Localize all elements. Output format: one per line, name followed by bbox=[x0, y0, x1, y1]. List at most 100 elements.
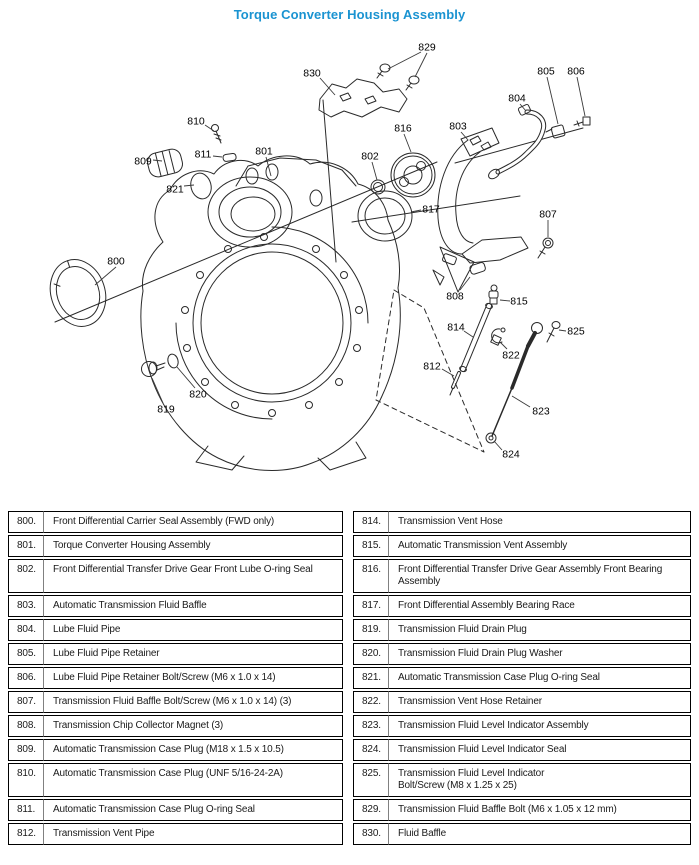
bell-opening-outer bbox=[192, 243, 352, 403]
part-description: Automatic Transmission Case Plug (M18 x … bbox=[44, 739, 343, 761]
column-gap bbox=[343, 667, 353, 689]
fluid-baffle-830 bbox=[318, 78, 408, 118]
differential-bore-mid bbox=[218, 186, 282, 238]
callout-label-805: 805 bbox=[537, 66, 555, 78]
drain-plug-819 bbox=[141, 361, 166, 377]
part-number: 824. bbox=[353, 739, 389, 761]
callout-label-830: 830 bbox=[303, 68, 321, 80]
housing-foot-left bbox=[195, 445, 245, 471]
differential-bore-outer bbox=[207, 176, 293, 248]
part-number: 820. bbox=[353, 643, 389, 665]
parts-table-body: 800.Front Differential Carrier Seal Asse… bbox=[8, 511, 691, 845]
part-number: 809. bbox=[8, 739, 44, 761]
baffle-slot-1 bbox=[339, 92, 352, 102]
callout-label-808: 808 bbox=[446, 291, 464, 303]
pipe-retainer-805 bbox=[545, 124, 566, 139]
baffle-slot-2 bbox=[364, 95, 377, 105]
part-description: Lube Fluid Pipe Retainer Bolt/Screw (M6 … bbox=[44, 667, 343, 689]
callout-label-816: 816 bbox=[394, 123, 412, 135]
callout-label-821: 821 bbox=[166, 184, 184, 196]
indicator-bolt-825 bbox=[546, 321, 561, 343]
callout-leader-803 bbox=[460, 131, 469, 141]
part-number: 804. bbox=[8, 619, 44, 641]
seal-800 bbox=[49, 259, 107, 327]
pipe-end-fitting-bottom bbox=[488, 168, 500, 180]
part-number: 807. bbox=[8, 691, 44, 713]
callout-label-824: 824 bbox=[502, 449, 520, 461]
vent-pipe-812 bbox=[449, 371, 461, 396]
part-description: Fluid Baffle bbox=[389, 823, 691, 845]
part-number: 803. bbox=[8, 595, 44, 617]
callout-label-806: 806 bbox=[567, 66, 585, 78]
part-description: Transmission Fluid Level Indicator Seal bbox=[389, 739, 691, 761]
part-description: Transmission Fluid Level Indicator Assem… bbox=[389, 715, 691, 737]
part-description: Transmission Chip Collector Magnet (3) bbox=[44, 715, 343, 737]
part-description: Automatic Transmission Case Plug O-ring … bbox=[389, 667, 691, 689]
callout-leader-805 bbox=[546, 76, 559, 125]
part-description: Front Differential Carrier Seal Assembly… bbox=[44, 511, 343, 533]
column-gap bbox=[343, 799, 353, 821]
part-number: 819. bbox=[353, 619, 389, 641]
axis-line-pipe bbox=[454, 127, 584, 164]
callout-leader-821 bbox=[183, 184, 195, 187]
baffle-align-line bbox=[322, 99, 337, 263]
column-gap bbox=[343, 619, 353, 641]
part-number: 800. bbox=[8, 511, 44, 533]
table-row: 809.Automatic Transmission Case Plug (M1… bbox=[8, 739, 691, 761]
housing-outline bbox=[140, 155, 401, 471]
column-gap bbox=[343, 691, 353, 713]
table-row: 802.Front Differential Transfer Drive Ge… bbox=[8, 559, 691, 593]
callout-leader-815 bbox=[499, 299, 511, 302]
bell-rim-arc-2 bbox=[175, 322, 273, 420]
table-row: 806.Lube Fluid Pipe Retainer Bolt/Screw … bbox=[8, 667, 691, 689]
callout-leader-829 bbox=[414, 52, 428, 78]
part-number: 801. bbox=[8, 535, 44, 557]
table-row: 800.Front Differential Carrier Seal Asse… bbox=[8, 511, 691, 533]
callout-label-812: 812 bbox=[423, 361, 441, 373]
part-number: 811. bbox=[8, 799, 44, 821]
bearing-816 bbox=[390, 152, 436, 198]
column-gap bbox=[343, 559, 353, 593]
indicator-seal-824 bbox=[485, 432, 497, 444]
table-row: 807.Transmission Fluid Baffle Bolt/Screw… bbox=[8, 691, 691, 713]
screw-810 bbox=[211, 124, 222, 144]
bell-opening-inner bbox=[200, 251, 344, 395]
callout-label-802: 802 bbox=[361, 151, 379, 163]
part-description: Automatic Transmission Case Plug (UNF 5/… bbox=[44, 763, 343, 797]
baffle-bolt-829a bbox=[376, 63, 391, 79]
part-number: 808. bbox=[8, 715, 44, 737]
part-description: Transmission Vent Pipe bbox=[44, 823, 343, 845]
column-gap bbox=[343, 643, 353, 665]
column-gap bbox=[343, 763, 353, 797]
callout-leader-809 bbox=[152, 159, 163, 162]
callout-leader-817 bbox=[410, 209, 422, 213]
part-description: Transmission Fluid Drain Plug bbox=[389, 619, 691, 641]
part-description: Torque Converter Housing Assembly bbox=[44, 535, 343, 557]
callout-label-814: 814 bbox=[447, 322, 465, 334]
callout-label-820: 820 bbox=[189, 389, 207, 401]
part-description: Transmission Fluid Baffle Bolt (M6 x 1.0… bbox=[389, 799, 691, 821]
table-row: 808.Transmission Chip Collector Magnet (… bbox=[8, 715, 691, 737]
bolt-holes bbox=[181, 233, 363, 417]
parts-list: 800.Front Differential Carrier Seal Asse… bbox=[8, 509, 691, 847]
part-description: Transmission Fluid Drain Plug Washer bbox=[389, 643, 691, 665]
column-gap bbox=[343, 595, 353, 617]
part-number: 816. bbox=[353, 559, 389, 593]
callout-label-823: 823 bbox=[532, 406, 550, 418]
column-gap bbox=[343, 715, 353, 737]
housing-foot-right bbox=[317, 441, 367, 471]
part-number: 821. bbox=[353, 667, 389, 689]
case-plug-811 bbox=[222, 152, 237, 162]
callout-label-810: 810 bbox=[187, 116, 205, 128]
part-number: 814. bbox=[353, 511, 389, 533]
callout-leader-825 bbox=[558, 329, 567, 332]
vent-hose-end-top bbox=[485, 302, 493, 310]
vent-hose-retainer-822 bbox=[490, 327, 506, 346]
callout-label-807: 807 bbox=[539, 209, 557, 221]
page-title: Torque Converter Housing Assembly bbox=[233, 7, 466, 22]
callout-leader-802 bbox=[371, 161, 378, 181]
table-row: 811.Automatic Transmission Case Plug O-r… bbox=[8, 799, 691, 821]
callout-leader-816 bbox=[403, 133, 412, 153]
callout-leader-829 bbox=[387, 51, 422, 70]
